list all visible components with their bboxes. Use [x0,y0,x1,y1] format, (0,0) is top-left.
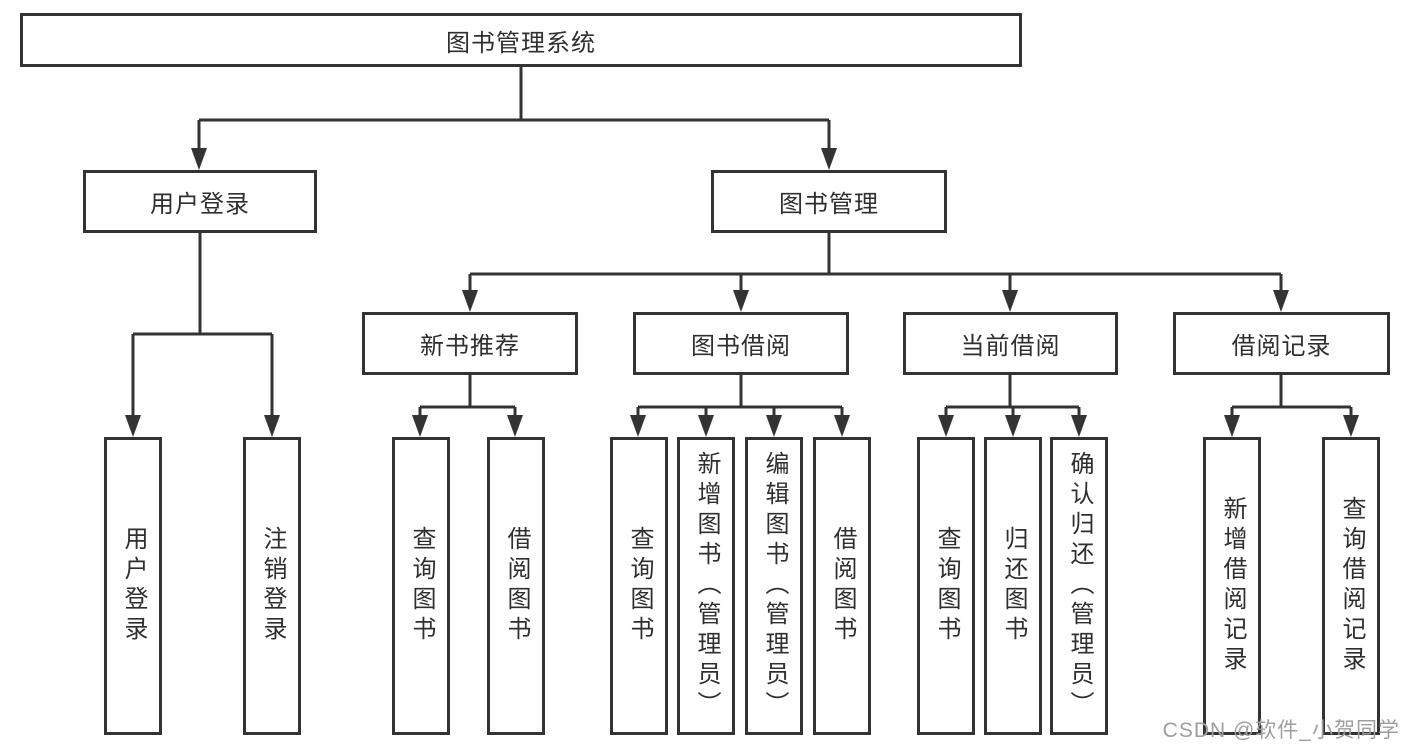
node-book-borrowing: 图书借阅 [633,312,849,375]
leaf-current-confirm-return-admin: 确认归还（管理员） [1050,437,1108,735]
node-user-login: 用户登录 [83,170,317,233]
arrowhead [191,148,207,170]
arrowhead [630,415,646,437]
arrowhead [1005,415,1021,437]
leaf-current-return-books: 归还图书 [984,437,1042,735]
arrowhead [938,415,954,437]
arrowhead [834,415,850,437]
leaf-recommend-borrow-books: 借阅图书 [487,437,545,735]
leaf-borrowing-borrow-books: 借阅图书 [813,437,871,735]
leaf-records-query-borrow-record: 查询借阅记录 [1322,437,1380,735]
arrowhead [125,415,141,437]
leaf-borrowing-add-books-admin: 新增图书（管理员） [677,437,735,735]
node-borrowing-records: 借阅记录 [1173,312,1390,375]
arrowhead [507,415,523,437]
arrowhead [1273,290,1289,312]
node-current-borrowing: 当前借阅 [903,312,1118,375]
leaf-logout: 注销登录 [243,437,301,735]
leaf-borrowing-edit-books-admin: 编辑图书（管理员） [745,437,803,735]
arrowhead [1071,415,1087,437]
leaf-records-add-borrow-record: 新增借阅记录 [1203,437,1261,735]
arrowhead [462,290,478,312]
arrowhead [1002,290,1018,312]
node-new-book-recommend: 新书推荐 [362,312,578,375]
arrowhead [264,415,280,437]
leaf-borrowing-query-books: 查询图书 [610,437,668,735]
arrowhead [821,148,837,170]
leaf-user-login: 用户登录 [104,437,162,735]
csdn-watermark: CSDN @软件_小贺同学 [1162,719,1400,742]
leaf-recommend-query-books: 查询图书 [392,437,450,735]
arrowhead [698,415,714,437]
node-root-library-management-system: 图书管理系统 [20,13,1022,67]
arrowhead [412,415,428,437]
arrowhead [1224,415,1240,437]
leaf-current-query-books: 查询图书 [917,437,975,735]
arrowhead [766,415,782,437]
node-book-management: 图书管理 [711,170,947,233]
arrowhead [1343,415,1359,437]
arrowhead [733,290,749,312]
